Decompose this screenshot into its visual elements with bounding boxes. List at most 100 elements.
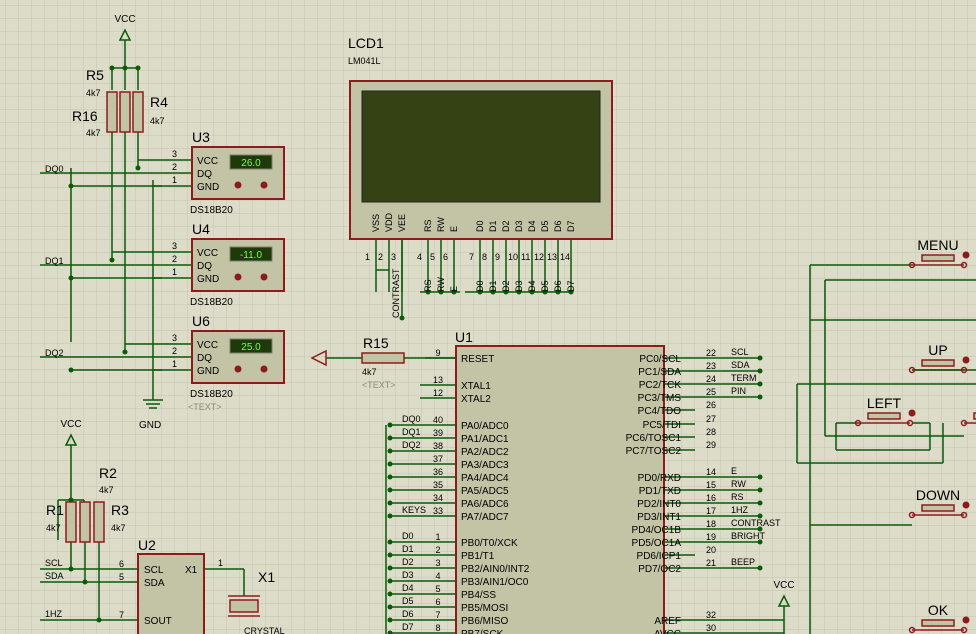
contact-terminal <box>906 419 914 427</box>
wires <box>40 28 976 634</box>
pin-name: PB5/MOSI <box>461 603 508 614</box>
resistor-r5[interactable] <box>106 91 118 133</box>
junction-dot <box>122 65 128 71</box>
pin-number: 27 <box>706 414 716 424</box>
junction-dot <box>387 630 393 634</box>
mcu-atmega[interactable] <box>455 345 665 634</box>
pin-number: 3 <box>172 241 177 251</box>
junction-dot <box>122 349 128 355</box>
net-label: E <box>731 466 737 476</box>
sensor-display <box>229 154 273 170</box>
lcd-net-label: RW <box>436 277 446 292</box>
lcd-pin-name: D7 <box>566 220 576 232</box>
lcd-pin-name: RW <box>436 217 446 232</box>
lcd-pin-name: D5 <box>540 220 550 232</box>
pin-number: 13 <box>433 375 443 385</box>
pin-name: PC1/SDA <box>638 367 681 378</box>
net-label: DQ1 <box>402 427 421 437</box>
r3-value: 4k7 <box>111 523 126 533</box>
pin-number: 28 <box>706 427 716 437</box>
junction-dot <box>399 315 405 321</box>
contact-terminal <box>908 626 916 634</box>
lcd-net-label: D6 <box>553 280 563 292</box>
pin-name: PC6/TOSC1 <box>626 433 682 444</box>
lcd-pin-name: D0 <box>475 220 485 232</box>
lcd-pin-name: D3 <box>514 220 524 232</box>
junction-dot <box>109 257 115 263</box>
push-button[interactable] <box>921 504 955 512</box>
pin-number: 1 <box>172 175 177 185</box>
resistor-r1[interactable] <box>65 501 77 543</box>
resistor-r3[interactable] <box>93 501 105 543</box>
push-button[interactable] <box>973 412 976 420</box>
pin-name: PA6/ADC6 <box>461 499 509 510</box>
net-label: SDA <box>731 360 750 370</box>
pin-name: VCC <box>197 340 218 351</box>
push-button[interactable] <box>921 359 955 367</box>
push-button[interactable] <box>921 254 955 262</box>
push-button[interactable] <box>921 619 955 627</box>
r4-value: 4k7 <box>150 116 165 126</box>
button-label: OK <box>928 602 949 618</box>
pin-name: DQ <box>197 169 212 180</box>
pin-name: PD6/ICP1 <box>637 551 682 562</box>
pin-number: 33 <box>433 506 443 516</box>
pin-number: 6 <box>119 559 124 569</box>
pin-number: 21 <box>706 558 716 568</box>
push-button[interactable] <box>867 412 901 420</box>
pin-number: 2 <box>172 346 177 356</box>
r3-ref: R3 <box>111 502 129 518</box>
resistor-r2[interactable] <box>79 501 91 543</box>
lcd-pin-number: 12 <box>534 252 544 262</box>
pin-number: 29 <box>706 440 716 450</box>
junction-dot <box>757 381 763 387</box>
rtc-chip[interactable] <box>137 553 205 634</box>
sensor-knob-icon <box>260 273 268 281</box>
button-led-icon <box>962 501 970 509</box>
net-label: BEEP <box>731 557 755 567</box>
pin-number: 37 <box>433 454 443 464</box>
contact-terminal <box>960 366 968 374</box>
pin-name: PB0/T0/XCK <box>461 538 518 549</box>
r2-value: 4k7 <box>99 485 114 495</box>
crystal-x1[interactable] <box>229 599 259 613</box>
junction-dot <box>387 422 393 428</box>
lcd-pin-name: D4 <box>527 220 537 232</box>
pin-name: PB4/SS <box>461 590 496 601</box>
net-label: D1 <box>402 544 414 554</box>
button-led-icon <box>908 409 916 417</box>
net-label: BRIGHT <box>731 531 766 541</box>
sensor-reading: 25.0 <box>241 342 261 353</box>
resistor-r4[interactable] <box>132 91 144 133</box>
resistor-r15[interactable] <box>361 352 405 364</box>
pin-name: DQ <box>197 261 212 272</box>
pin-name: GND <box>197 274 219 285</box>
pin-name: PB7/SCK <box>461 629 504 634</box>
pin-number: 32 <box>706 610 716 620</box>
junction-dot <box>757 487 763 493</box>
pin-name: PB1/T1 <box>461 551 495 562</box>
lcd-net-label: D1 <box>488 280 498 292</box>
pin-number: 7 <box>435 610 440 620</box>
lcd-pin-name: VEE <box>397 214 407 232</box>
sensor-reading: 26.0 <box>241 158 261 169</box>
junction-dot <box>387 500 393 506</box>
junction-dot <box>387 617 393 623</box>
net-label: CONTRAST <box>731 518 781 528</box>
r1-value: 4k7 <box>46 523 61 533</box>
net-label: D2 <box>402 557 414 567</box>
junction-dot <box>757 500 763 506</box>
mcu-ref: U1 <box>455 329 473 345</box>
sensor-reading: -11.0 <box>240 250 262 261</box>
junction-dot <box>757 565 763 571</box>
r2-ref: R2 <box>99 465 117 481</box>
resistor-r16[interactable] <box>119 91 131 133</box>
pin-name: RESET <box>461 354 494 365</box>
sensor-display <box>229 338 273 354</box>
pin-number: 16 <box>706 493 716 503</box>
lcd-pin-name: RS <box>423 219 433 232</box>
contact-terminal <box>960 626 968 634</box>
net-label: RS <box>731 492 744 502</box>
lcd-pin-number: 2 <box>378 252 383 262</box>
